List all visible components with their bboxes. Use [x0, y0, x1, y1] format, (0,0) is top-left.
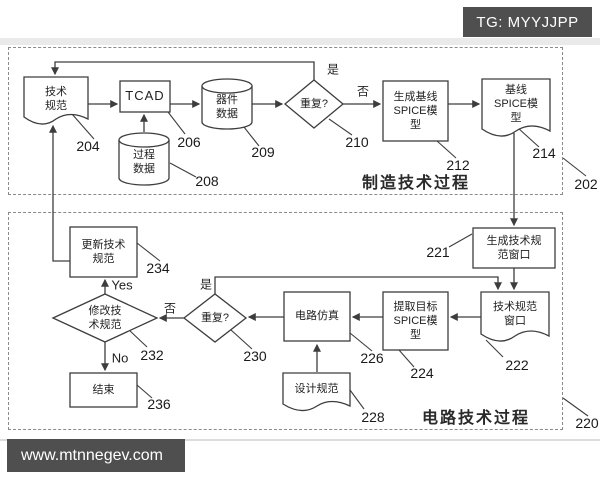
device-data-cylinder-body [201, 86, 253, 130]
update-spec-box-shape [69, 226, 138, 278]
device-data-cylinder-top [201, 78, 253, 94]
extract-model-node: 提取目标 SPICE模 型 [393, 300, 438, 342]
gen-window-node: 生成技术规 范窗口 [486, 234, 542, 261]
ref-label-228: 228 [361, 409, 385, 425]
edge-repeat-yes-to-techspec [51, 61, 315, 80]
leader-230 [230, 329, 253, 350]
leader-212 [436, 140, 457, 159]
ref-label-209: 209 [251, 144, 275, 160]
ref-label-212: 212 [446, 157, 470, 173]
leader-221 [448, 233, 473, 248]
ref-label-210: 210 [345, 134, 369, 150]
leader-228 [349, 389, 365, 410]
spec-window-document-shape [480, 291, 550, 342]
leader-210 [328, 118, 353, 136]
leader-214 [517, 127, 540, 148]
leader-204 [71, 113, 95, 140]
repeat-mfg-node: 重复? [299, 97, 329, 110]
leader-232 [127, 328, 148, 348]
branch-no-en-label: No [111, 350, 129, 366]
modify-spec-diamond-shape [51, 293, 159, 343]
leader-220 [562, 397, 589, 417]
leader-222 [485, 339, 504, 358]
ref-label-226: 226 [360, 350, 384, 366]
edge-update-to-techspec [49, 124, 70, 262]
ref-label-234: 234 [146, 260, 170, 276]
branch-no-ckt-label: 否 [163, 301, 177, 316]
page-top-edge [0, 38, 600, 45]
ref-label-221: 221 [426, 244, 450, 260]
device-data-node: 器件 数据 [216, 93, 238, 120]
leader-206 [167, 111, 186, 135]
baseline-model-document-shape [481, 78, 551, 137]
node-shapes [23, 76, 556, 412]
circuit-process-region [8, 212, 563, 430]
update-spec-node: 更新技术 规范 [81, 238, 126, 265]
process-data-cylinder-body [118, 140, 170, 186]
repeat-mfg-diamond-shape [283, 79, 345, 129]
ref-label-222: 222 [505, 357, 529, 373]
tcad-box-shape [119, 80, 171, 113]
top-watermark-badge: TG: MYYJJPP [463, 7, 592, 37]
process-data-node: 过程 数据 [133, 148, 155, 175]
leader-208 [169, 162, 197, 178]
leader-234 [136, 242, 161, 262]
bottom-watermark-bar: www.mtnnegev.com [7, 439, 185, 472]
circuit-sim-node: 电路仿真 [295, 310, 339, 323]
repeat-ckt-node: 重复? [200, 311, 230, 324]
gen-window-box-shape [472, 227, 556, 269]
leader-236 [136, 384, 153, 399]
ref-label-208: 208 [195, 173, 219, 189]
tech-spec-document-shape [23, 76, 89, 125]
process-data-cylinder-top [118, 132, 170, 148]
branch-no-mfg-label: 否 [356, 84, 370, 99]
manufacturing-process-region [8, 47, 563, 195]
branch-yes-mfg-label: 是 [326, 62, 340, 77]
gen-baseline-node: 生成基线 SPICE模 型 [393, 90, 438, 132]
ref-label-204: 204 [76, 138, 100, 154]
gen-baseline-box-shape [382, 80, 449, 142]
leader-226 [349, 332, 373, 352]
design-spec-node: 设计规范 [294, 382, 339, 395]
manufacturing-region-title: 制造技术过程 [361, 175, 471, 192]
branch-yes-ckt-label: 是 [199, 277, 213, 292]
ref-label-214: 214 [532, 145, 556, 161]
leader-202 [562, 157, 587, 177]
circuit-region-title: 电路技术过程 [421, 410, 531, 427]
ref-label-206: 206 [177, 134, 201, 150]
baseline-model-node: 基线 SPICE模 型 [493, 83, 538, 125]
ref-label-236: 236 [147, 396, 171, 412]
branch-yes-en-label: Yes [111, 277, 133, 293]
tcad-node: TCAD [125, 88, 165, 104]
page-bottom-edge [0, 439, 600, 441]
end-node: 结束 [92, 383, 115, 396]
modify-spec-node: 修改技 术规范 [88, 304, 122, 331]
ref-label-232: 232 [140, 347, 164, 363]
design-spec-document-shape [282, 372, 351, 412]
spec-window-node: 技术规范 窗口 [493, 300, 537, 327]
circuit-sim-box-shape [283, 291, 351, 342]
repeat-ckt-diamond-shape [182, 293, 248, 343]
tech-spec-node: 技术 规范 [45, 85, 67, 112]
ref-label-230: 230 [243, 348, 267, 364]
ref-label-224: 224 [410, 365, 434, 381]
extract-model-box-shape [382, 291, 449, 351]
ref-label-202: 202 [574, 176, 598, 192]
end-box-shape [69, 372, 138, 408]
ref-label-220: 220 [575, 415, 599, 431]
leader-224 [398, 349, 415, 368]
flow-edges [49, 61, 518, 372]
edge-repeat2-yes-to-specwindow [214, 276, 502, 294]
